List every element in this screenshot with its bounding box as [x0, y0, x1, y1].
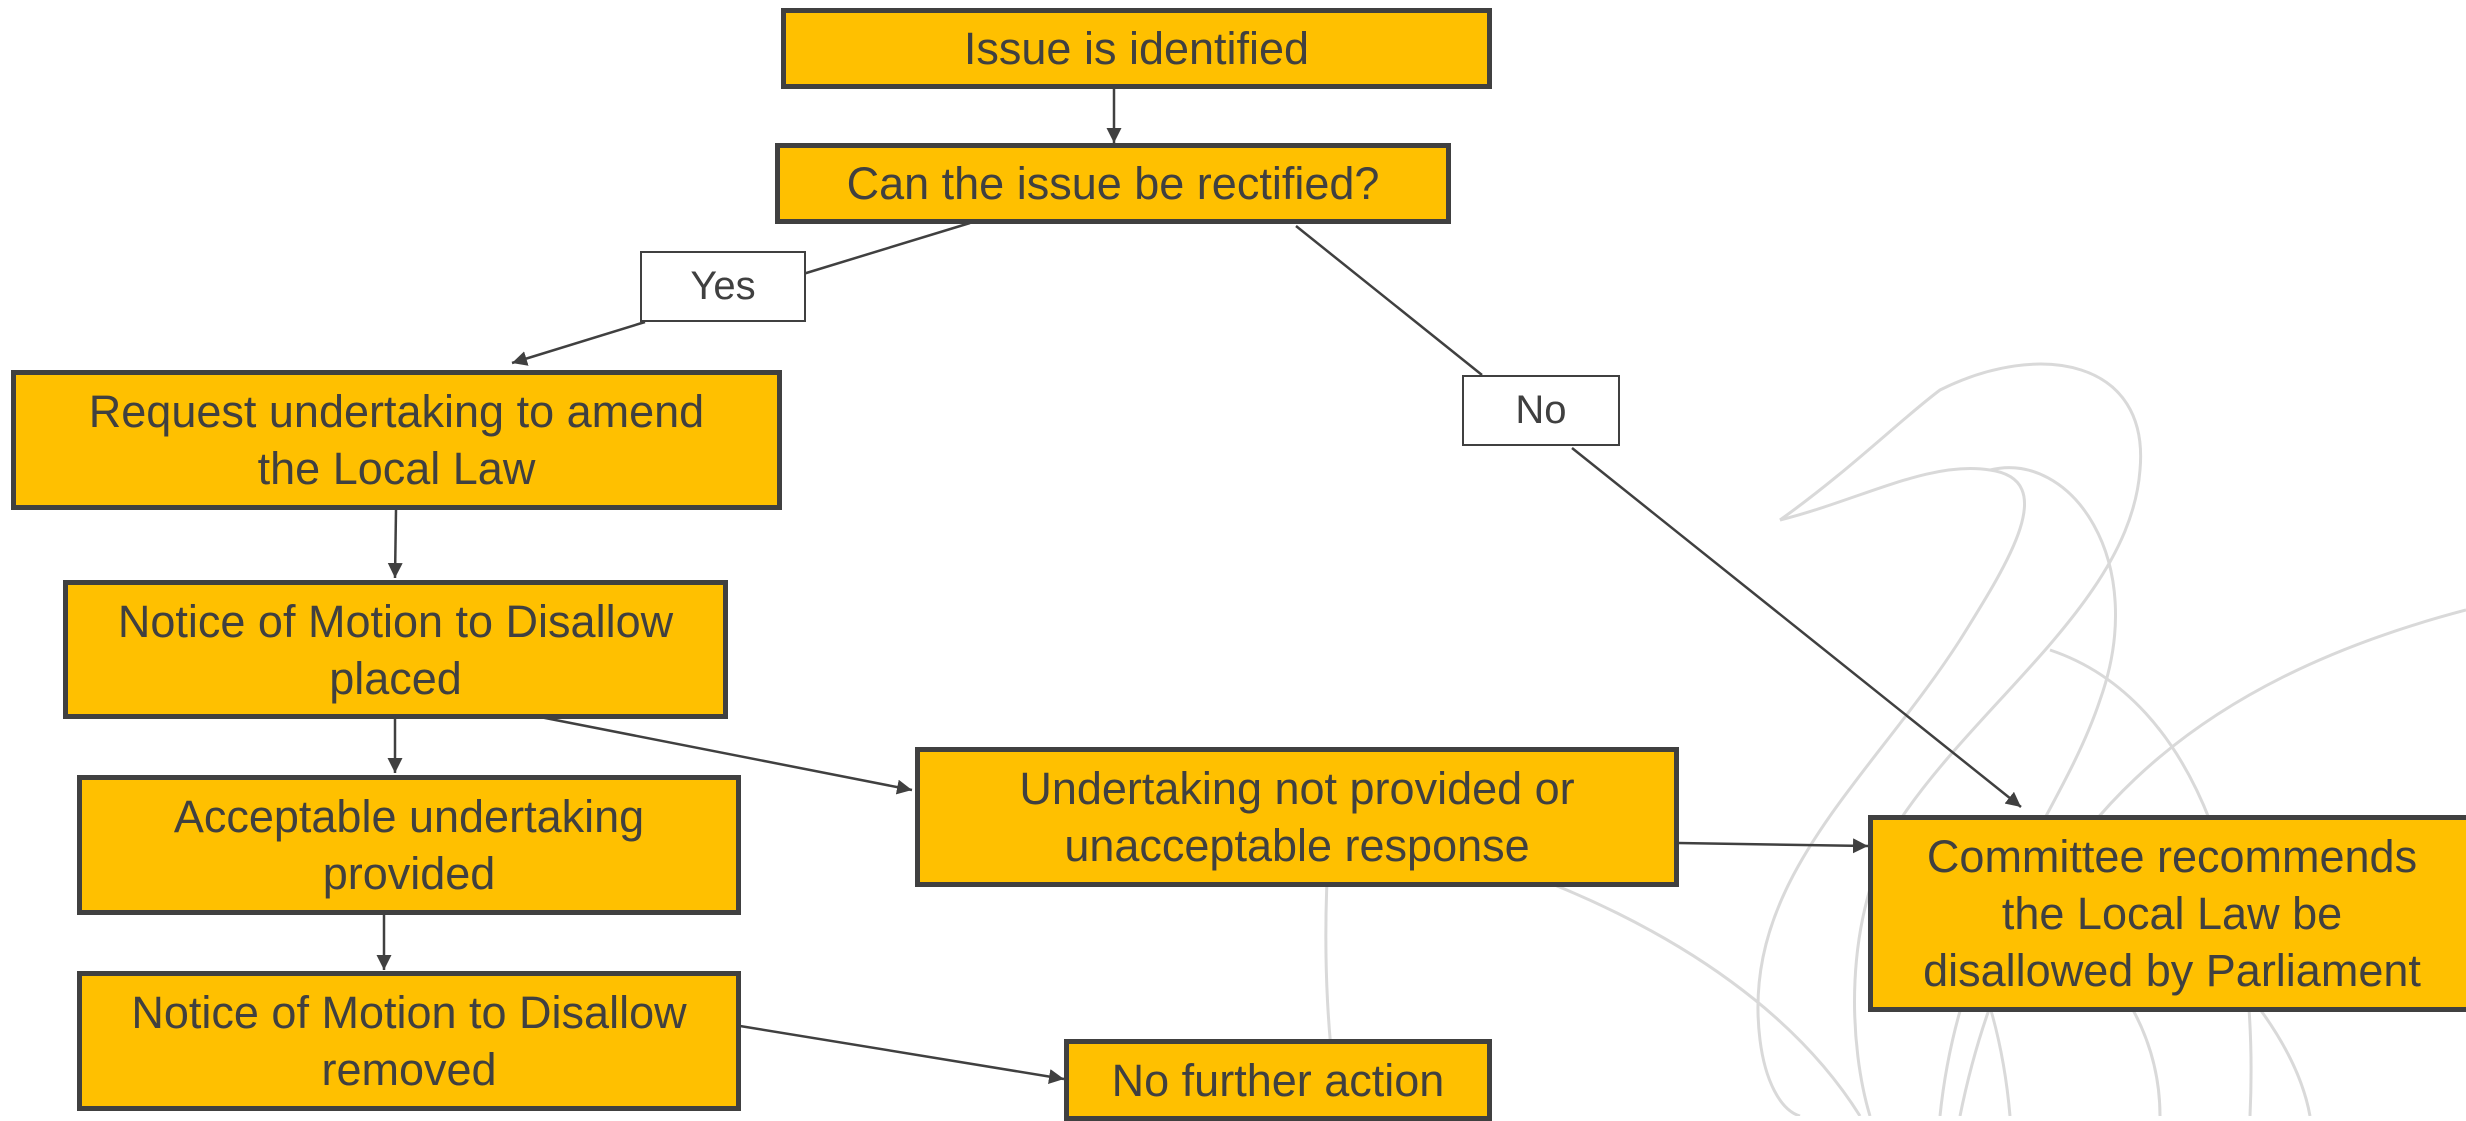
node-notice-placed-text: Notice of Motion to Disallow placed [117, 595, 674, 704]
connector-not-provided-to-committee [1677, 838, 1869, 854]
node-committee-recommends: Committee recommends the Local Law be di… [1868, 815, 2466, 1012]
connector-yes-label-to-request [511, 320, 646, 366]
node-committee-recommends-text: Committee recommends the Local Law be di… [1923, 831, 2421, 996]
connector-question-to-yes-label [802, 221, 971, 276]
node-not-provided-text: Undertaking not provided or unacceptable… [1019, 763, 1575, 871]
node-can-rectify-question: Can the issue be rectified? [775, 143, 1451, 224]
node-can-rectify-question-text: Can the issue be rectified? [846, 158, 1380, 209]
connector-question-to-no-label [1295, 225, 1483, 376]
edge-label-no: No [1462, 375, 1620, 446]
node-request-undertaking-text: Request undertaking to amend the Local L… [88, 386, 705, 494]
node-not-provided: Undertaking not provided or unacceptable… [915, 747, 1679, 887]
node-no-further-action: No further action [1064, 1039, 1492, 1121]
node-acceptable-undertaking-text: Acceptable undertaking provided [173, 791, 645, 899]
node-notice-placed: Notice of Motion to Disallow placed [63, 580, 728, 719]
node-notice-removed-text: Notice of Motion to Disallow removed [131, 987, 687, 1095]
node-notice-removed: Notice of Motion to Disallow removed [77, 971, 741, 1111]
node-acceptable-undertaking: Acceptable undertaking provided [77, 775, 741, 915]
node-issue-identified-text: Issue is identified [963, 23, 1310, 74]
edge-label-yes-text: Yes [690, 264, 756, 308]
connector-no-label-to-committee [1571, 447, 2022, 808]
node-no-further-action-text: No further action [1111, 1054, 1445, 1106]
edge-label-no-text: No [1515, 388, 1567, 432]
edge-label-yes: Yes [640, 251, 806, 322]
connector-notice-removed-to-no-action [739, 1024, 1065, 1084]
node-request-undertaking: Request undertaking to amend the Local L… [11, 370, 782, 510]
node-issue-identified: Issue is identified [781, 8, 1492, 89]
connector-request-to-notice-placed [387, 509, 403, 579]
connector-notice-placed-to-not-provided [534, 714, 913, 795]
